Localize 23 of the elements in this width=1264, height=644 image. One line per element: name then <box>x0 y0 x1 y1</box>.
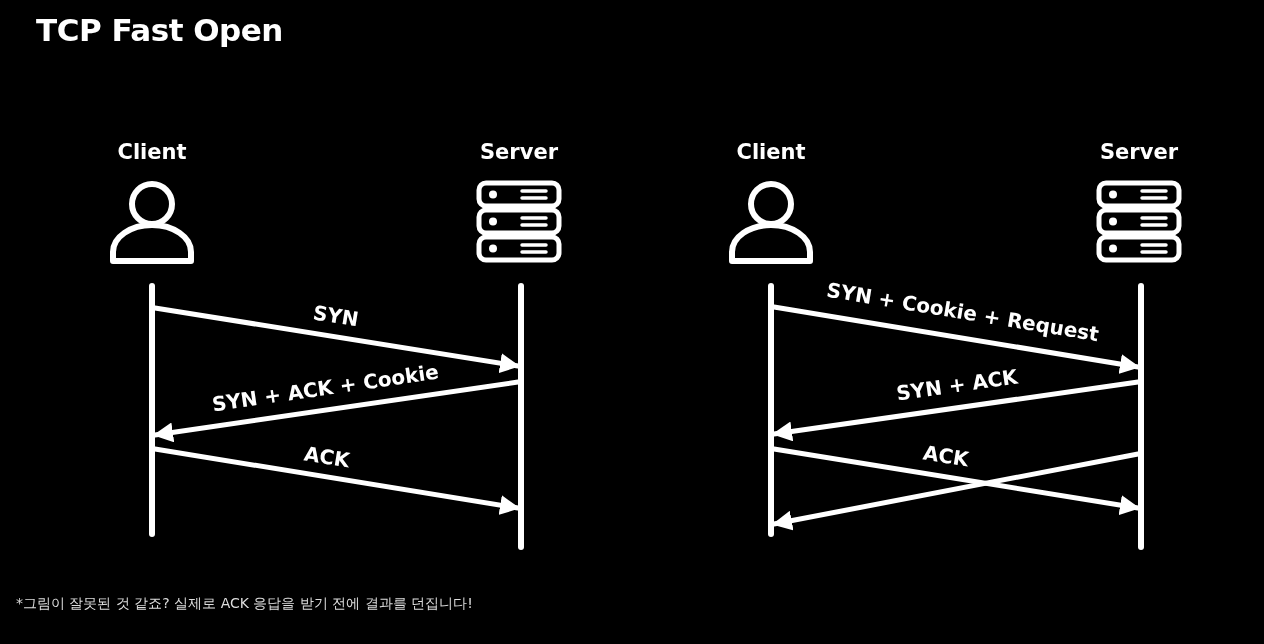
edge-label: ACK <box>921 441 971 471</box>
arrow <box>771 451 1141 531</box>
title: TCP Fast Open <box>36 12 283 48</box>
lifeline <box>768 283 774 537</box>
arrow <box>771 304 1141 374</box>
arrow <box>152 305 521 374</box>
footnote: *그림이 잘못된 것 같죠? 실제로 ACK 응답을 받기 전에 결과를 던집니다! <box>16 595 473 613</box>
lifeline <box>149 283 155 537</box>
participant-label: Client <box>116 140 188 164</box>
edge-label: SYN + ACK <box>895 365 1019 405</box>
edge-label: ACK <box>302 442 352 472</box>
lifeline <box>1138 283 1144 550</box>
arrow <box>152 379 521 443</box>
lifeline <box>518 283 524 550</box>
edge-label: SYN + Cookie + Request <box>824 278 1100 346</box>
edge-label: SYN + ACK + Cookie <box>210 360 440 416</box>
participant-label: Server <box>1099 140 1179 164</box>
participant-label: Client <box>735 140 807 164</box>
arrow <box>771 446 1141 515</box>
participant-label: Server <box>479 140 559 164</box>
arrow <box>771 379 1141 442</box>
arrow <box>152 446 521 515</box>
edge-label: SYN <box>311 301 361 331</box>
